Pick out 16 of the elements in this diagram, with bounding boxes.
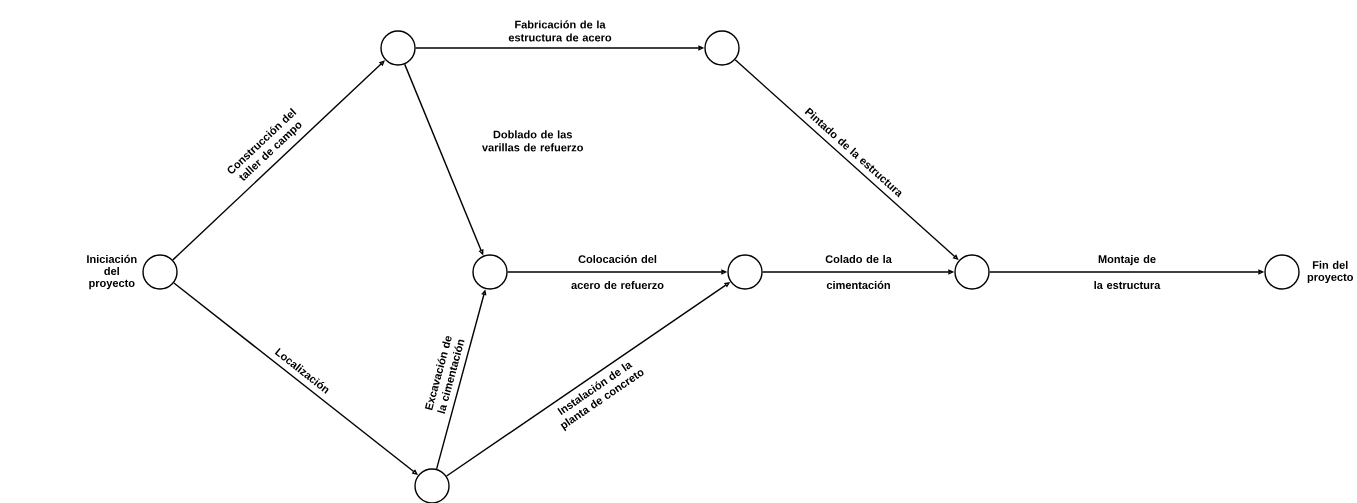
event-circle bbox=[472, 254, 508, 290]
event-circle bbox=[704, 30, 740, 66]
event-circle bbox=[727, 254, 763, 290]
event-circle bbox=[1264, 254, 1300, 290]
arrow bbox=[173, 282, 418, 475]
node-caption: Fin del proyecto bbox=[1307, 260, 1353, 284]
edge-label: Montaje de la estructura bbox=[1094, 254, 1161, 290]
event-circle bbox=[954, 254, 990, 290]
event-circle bbox=[380, 30, 416, 66]
node-caption: Iniciación del proyecto bbox=[87, 254, 137, 290]
edge-label: Doblado de las varillas de refuerzo bbox=[482, 130, 583, 152]
event-circle bbox=[142, 254, 178, 290]
arrow bbox=[172, 60, 385, 261]
edge-label: Fabricación de la estructura de acero bbox=[508, 20, 612, 42]
edge-label: Colocación del acero de refuerzo bbox=[571, 254, 664, 290]
edge-label: Colado de la cimentación bbox=[825, 254, 892, 290]
